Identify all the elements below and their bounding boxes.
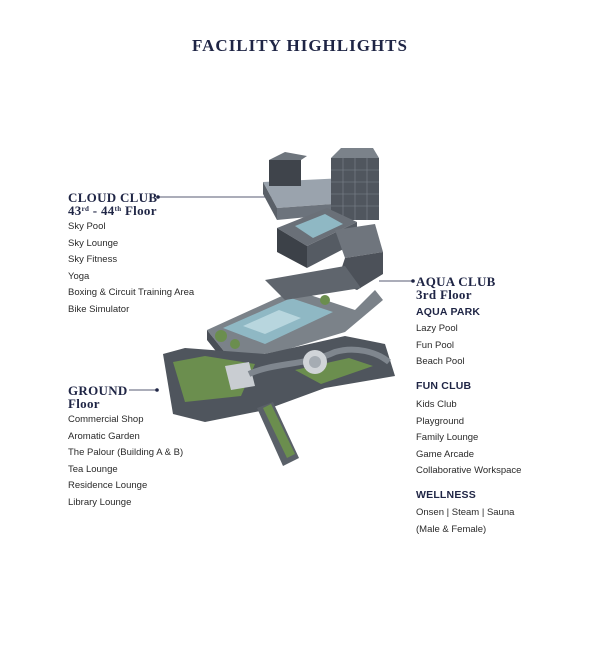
fun-club-item: Family Lounge	[416, 432, 479, 444]
cloud-club-heading: CLOUD CLUB 43rd - 44th Floor	[68, 191, 157, 217]
wellness-item: (Male & Female)	[416, 523, 487, 535]
ground-item: Commercial Shop	[68, 414, 144, 425]
cloud-club-item: Sky Pool	[68, 221, 106, 232]
ground-heading: GROUND Floor	[68, 384, 128, 410]
aqua-park-title: AQUA PARK	[416, 306, 481, 318]
cloud-club-building	[263, 148, 379, 220]
ground-item: Aromatic Garden	[68, 430, 140, 442]
cloud-club-item: Sky Fitness	[68, 254, 118, 266]
ground-item: Library Lounge	[68, 496, 132, 508]
fun-club-item: Kids Club	[416, 399, 457, 410]
aqua-club-floor: 3rd Floor	[416, 287, 472, 302]
wellness-title: WELLNESS	[416, 489, 476, 501]
site-illustration	[163, 148, 395, 466]
ground-item: Residence Lounge	[68, 480, 148, 492]
cloud-club-item: Bike Simulator	[68, 303, 130, 315]
fun-club-title: FUN CLUB	[416, 380, 472, 392]
aqua-club-podium	[207, 266, 383, 370]
ground-pointer	[129, 388, 159, 392]
cloud-club-item: Boxing & Circuit Training Area	[68, 287, 195, 299]
ground-name: GROUND	[68, 383, 128, 398]
ground-item: The Palour (Building A & B)	[68, 447, 184, 459]
cloud-club-item: Sky Lounge	[68, 237, 119, 249]
wellness-list: Onsen | Steam | Sauna (Male & Female)	[416, 505, 514, 538]
ground-floor: Floor	[68, 396, 100, 411]
aqua-club-heading: AQUA CLUB 3rd Floor	[416, 275, 496, 301]
cloud-club-item: Yoga	[68, 270, 90, 282]
wellness-item: Onsen | Steam | Sauna	[416, 507, 515, 518]
aqua-club-pointer	[379, 279, 415, 283]
page-title: FACILITY HIGHLIGHTS	[192, 36, 408, 55]
fun-club-item: Collaborative Workspace	[416, 465, 522, 477]
aqua-park-item: Beach Pool	[416, 356, 465, 368]
cloud-club-floor: 43rd - 44th Floor	[68, 203, 157, 218]
cloud-club-name: CLOUD CLUB	[68, 190, 158, 205]
ground-item: Tea Lounge	[68, 463, 118, 475]
aqua-park-item: Lazy Pool	[416, 323, 458, 334]
aqua-club-name: AQUA CLUB	[416, 274, 496, 289]
ground-level	[163, 336, 395, 466]
fun-club-item: Playground	[416, 415, 465, 427]
aqua-park-item: Fun Pool	[416, 339, 455, 351]
fun-club-item: Game Arcade	[416, 448, 475, 460]
